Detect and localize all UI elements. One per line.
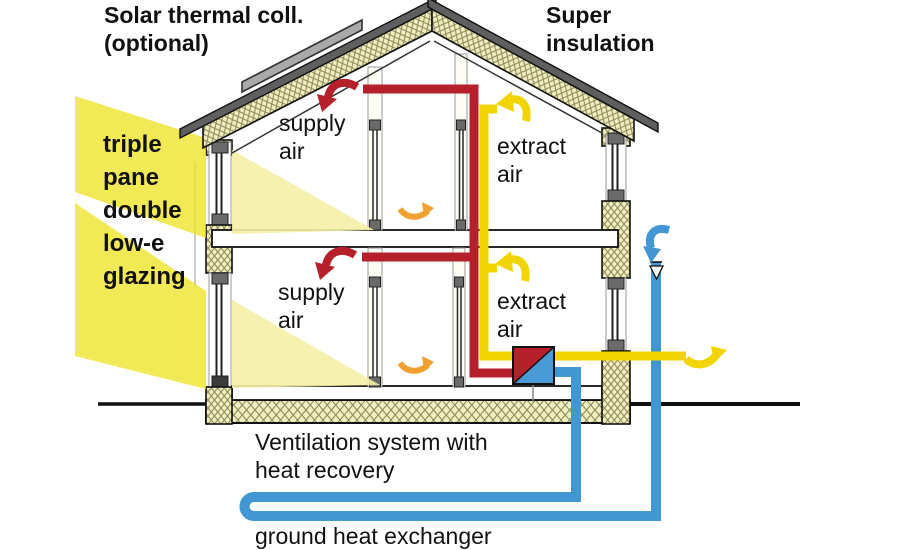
exhaust-air-arrow-icon xyxy=(683,346,727,369)
ventilation-system-label: Ventilation system with heat recovery xyxy=(255,429,488,484)
glazing-label: triple pane double low-e glazing xyxy=(103,131,186,290)
partition-lower-left xyxy=(367,247,383,388)
extract-air-label-lower: extract air xyxy=(497,288,567,343)
solar-collector xyxy=(241,18,363,94)
extract-air-arrow-lower-icon xyxy=(495,251,530,282)
supply-duct xyxy=(362,84,513,378)
ground-heat-exchanger-label: ground heat exchanger xyxy=(255,523,492,549)
intake-funnel-icon xyxy=(648,265,665,281)
airflow-arrows xyxy=(315,78,727,374)
left-wall xyxy=(194,139,233,425)
window-upper-left xyxy=(208,141,232,226)
room-airflow-arrow-lower-icon xyxy=(397,356,434,374)
heat-recovery-unit xyxy=(512,346,555,402)
partition-lower-right xyxy=(452,247,466,388)
floor-slab xyxy=(205,385,631,424)
extract-air-arrow-upper-icon xyxy=(496,91,531,122)
supply-air-label-upper: supply air xyxy=(279,110,346,165)
ground-heat-exchanger-pipe xyxy=(239,261,665,521)
fresh-air-intake-arrow-icon xyxy=(643,225,671,263)
sun-rays xyxy=(75,96,380,389)
roof-surface-right xyxy=(427,0,659,134)
extract-air-label-upper: extract air xyxy=(497,133,567,188)
partition-upper-left xyxy=(367,66,383,231)
supply-air-arrow-lower-icon xyxy=(315,246,358,280)
window-lower-right xyxy=(605,277,627,352)
supply-air-label-lower: supply air xyxy=(278,279,345,334)
right-wall xyxy=(601,127,631,425)
solar-thermal-label: Solar thermal coll. (optional) xyxy=(104,2,304,57)
mid-floor-slab xyxy=(211,229,619,248)
interior-partitions xyxy=(367,53,468,388)
partition-upper-right xyxy=(454,53,468,231)
supply-air-arrow-upper-icon xyxy=(317,78,360,112)
room-airflow-arrow-upper-icon xyxy=(397,202,434,220)
extract-duct xyxy=(479,104,686,361)
super-insulation-label: Super insulation xyxy=(546,2,655,57)
window-lower-left xyxy=(208,272,232,388)
window-upper-right xyxy=(605,132,627,202)
roof xyxy=(179,0,659,154)
